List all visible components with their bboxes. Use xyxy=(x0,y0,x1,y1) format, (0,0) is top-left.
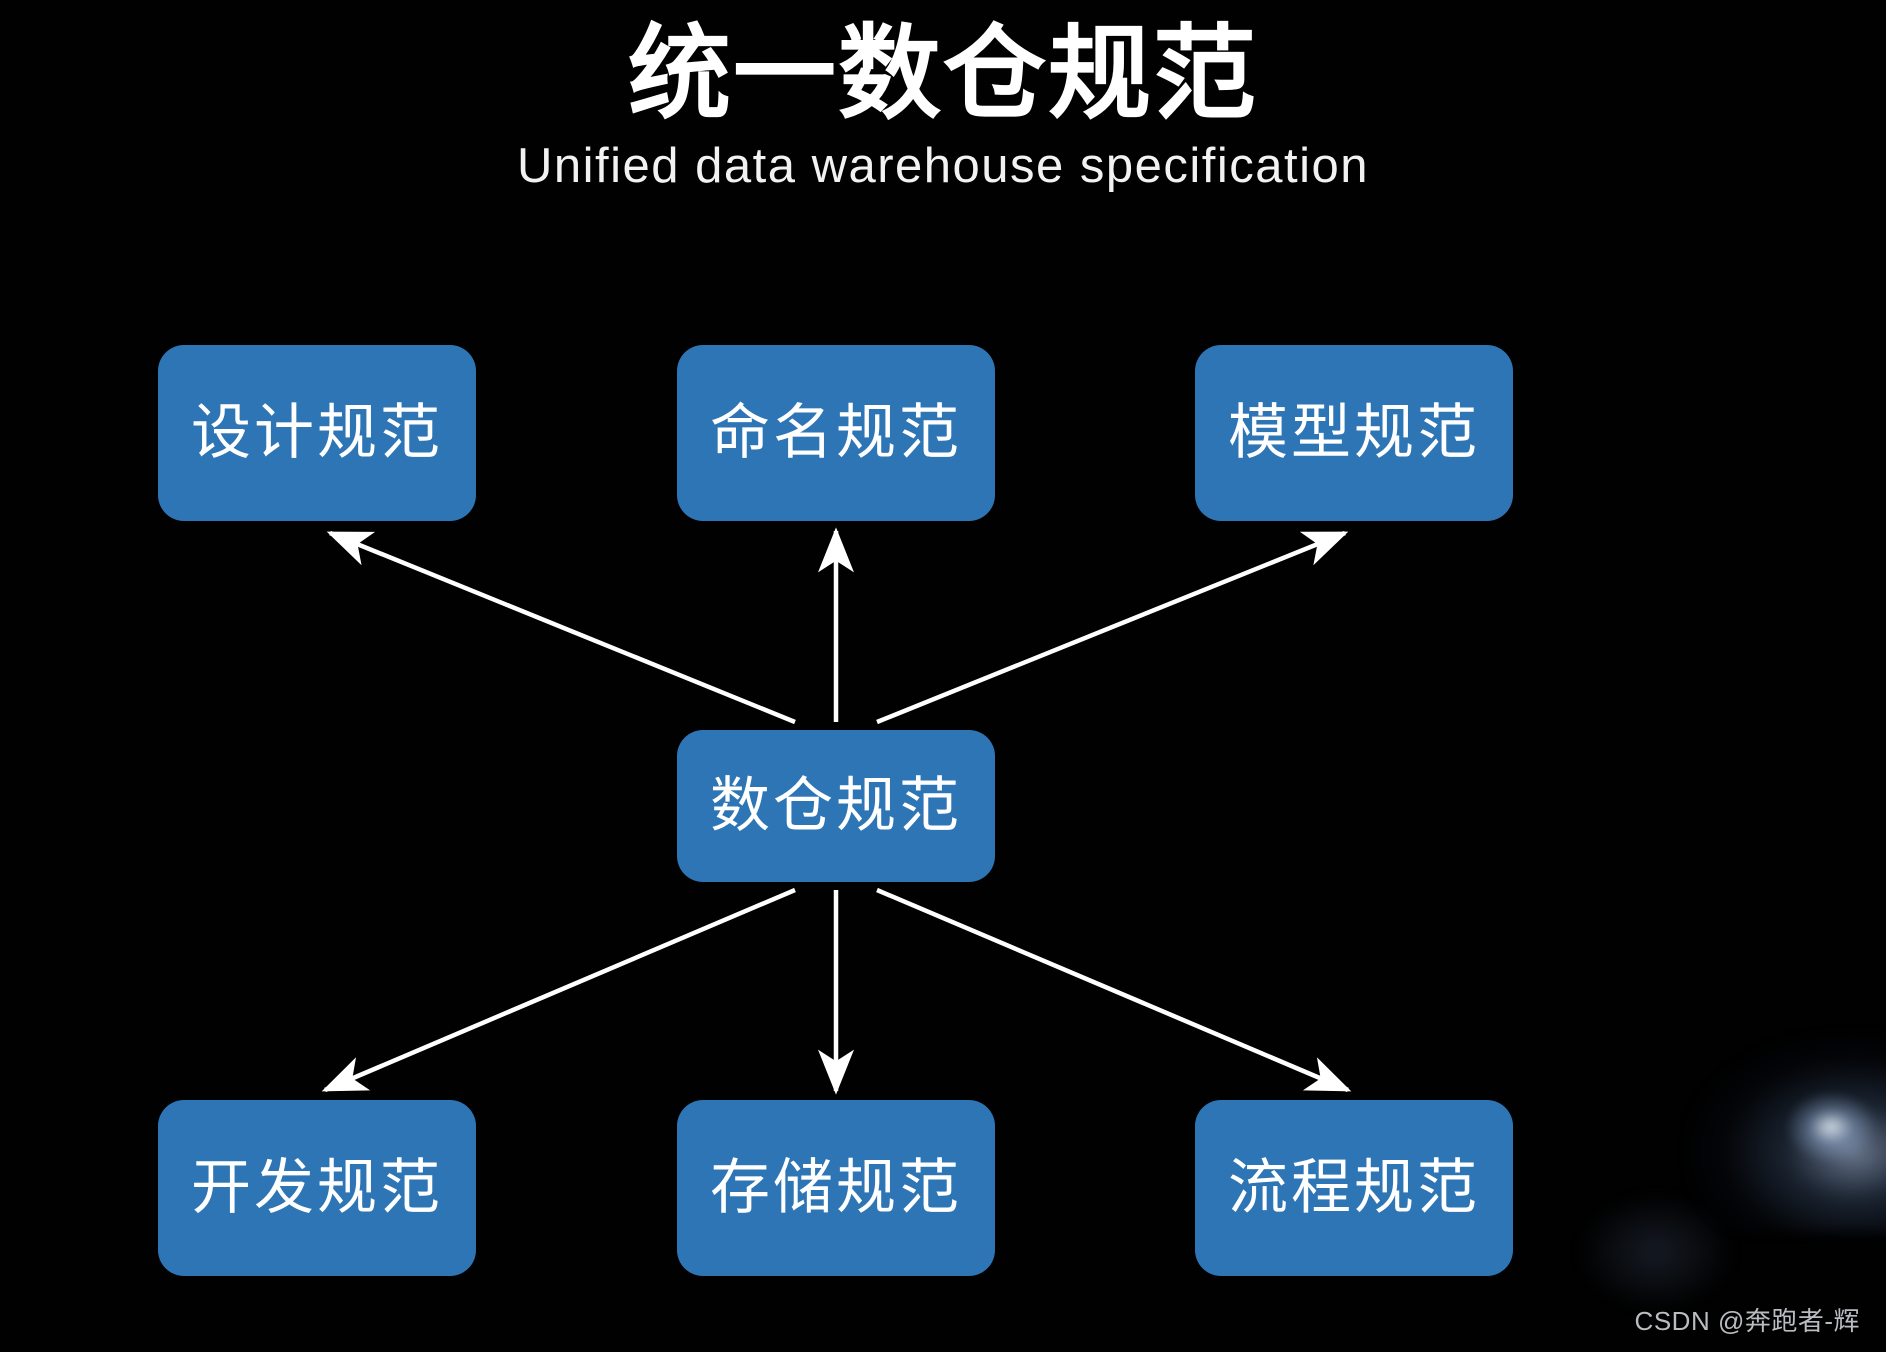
arrow-center-to-design xyxy=(326,530,796,725)
node-development-spec[interactable]: 开发规范 xyxy=(158,1100,476,1276)
node-label: 存储规范 xyxy=(710,1154,962,1221)
node-label: 模型规范 xyxy=(1228,399,1480,466)
node-design-spec[interactable]: 设计规范 xyxy=(158,345,476,521)
node-storage-spec[interactable]: 存储规范 xyxy=(677,1100,995,1276)
arrow-center-to-develop xyxy=(321,887,796,1093)
node-process-spec[interactable]: 流程规范 xyxy=(1195,1100,1513,1276)
node-model-spec[interactable]: 模型规范 xyxy=(1195,345,1513,521)
arrow-center-to-model xyxy=(876,530,1349,725)
arrow-center-to-process xyxy=(876,887,1352,1093)
node-label: 命名规范 xyxy=(710,399,962,466)
page-title: 统一数仓规范 xyxy=(628,16,1258,131)
node-label: 数仓规范 xyxy=(710,772,962,839)
node-naming-spec[interactable]: 命名规范 xyxy=(677,345,995,521)
watermark: CSDN @奔跑者-辉 xyxy=(1634,1306,1860,1336)
page-subtitle: Unified data warehouse specification xyxy=(516,139,1370,193)
node-label: 流程规范 xyxy=(1228,1154,1480,1221)
node-label: 设计规范 xyxy=(191,399,443,466)
node-data-warehouse-spec-center[interactable]: 数仓规范 xyxy=(677,730,995,882)
node-label: 开发规范 xyxy=(191,1154,443,1221)
